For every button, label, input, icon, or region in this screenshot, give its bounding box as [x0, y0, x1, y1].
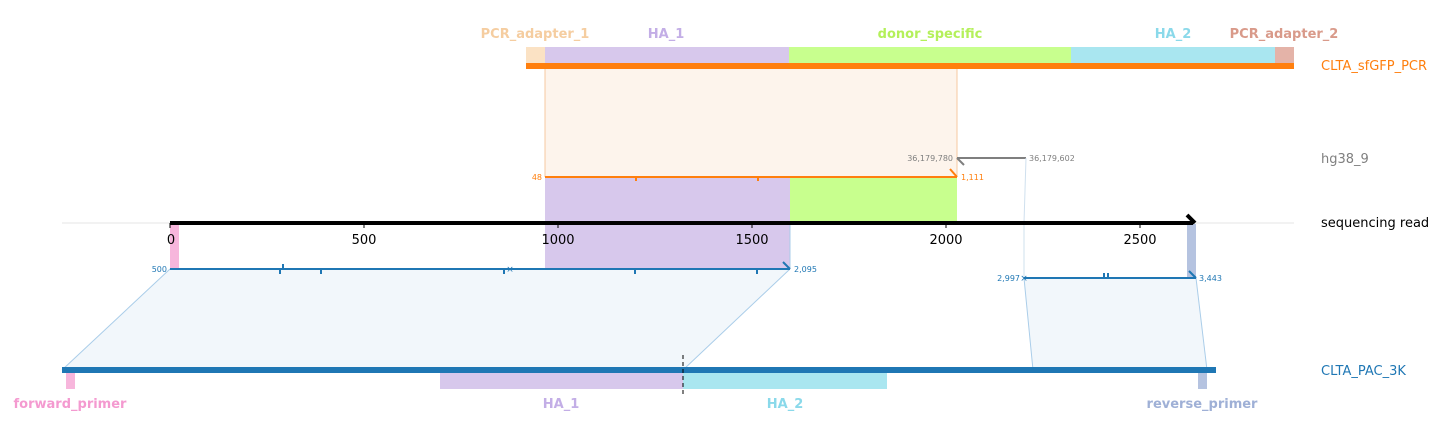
pac-ha-1-label: HA_1	[543, 397, 580, 412]
pac-ha-2-block	[683, 373, 887, 389]
pac-alignment-edge	[1023, 277, 1034, 371]
hg38-alignment-start: 36,179,780	[907, 154, 953, 163]
hg38-alignment-end: 36,179,602	[1029, 154, 1075, 163]
pac-alignment-1-arrowhead	[782, 261, 791, 270]
pac-ha-2-label: HA_2	[767, 397, 804, 412]
pac-alignment-shade-1	[62, 269, 790, 370]
pac-alignment-2-arrowhead	[1188, 270, 1197, 279]
pac-alignment-1-end: 2,095	[794, 265, 817, 274]
pac-alignment-shade-2	[1024, 278, 1207, 370]
track-label-hg38: hg38_9	[1321, 152, 1369, 167]
pac-ha-1-block	[440, 373, 683, 389]
pac-alignment-2-indel-mark: ×	[1020, 274, 1028, 284]
ha-1-label: HA_1	[648, 27, 685, 42]
donor-specific-block	[789, 47, 1071, 64]
forward-primer-block	[66, 373, 75, 389]
pac-alignment-1-indel-mark: ×	[506, 265, 514, 275]
read-axis-ticks	[169, 223, 1141, 228]
forward-primer-label: forward_primer	[14, 397, 128, 412]
pcr-adapter-2-block	[1275, 47, 1294, 64]
ha-1-block	[545, 47, 789, 64]
reverse-primer-block	[1198, 373, 1207, 389]
read-donor-specific-region	[790, 177, 957, 223]
pac-alignment-edge	[61, 268, 171, 371]
read-ha1-region-lower	[545, 223, 790, 269]
read-axis-tick-label: 1000	[541, 233, 574, 248]
pac-alignment-2-mismatches	[1103, 273, 1109, 278]
read-axis-tick-label: 1500	[735, 233, 768, 248]
read-axis-tick-label: 2000	[929, 233, 962, 248]
pcr-alignment-end: 1,111	[961, 173, 984, 182]
hg38-connector	[1023, 157, 1027, 224]
pac-alignment-2-start: 2,997	[997, 274, 1020, 283]
read-axis-tick-label: 500	[352, 233, 377, 248]
pac-alignment-edge	[1195, 277, 1208, 371]
pcr-adapter-2-label: PCR_adapter_2	[1230, 27, 1339, 42]
read-forward-primer-region	[170, 224, 179, 269]
donor-specific-label: donor_specific	[878, 27, 983, 42]
read-axis-tick-label: 2500	[1123, 233, 1156, 248]
pcr-alignment-arrowhead	[949, 168, 958, 178]
track-label-pcr: CLTA_sfGFP_PCR	[1321, 59, 1427, 74]
track-label-read: sequencing read	[1321, 216, 1429, 231]
read-axis-arrowhead	[1185, 213, 1197, 225]
pcr-alignment-start: 48	[532, 173, 542, 182]
pcr-alignment-shade	[545, 66, 957, 177]
pcr-track-bar	[526, 63, 1294, 69]
pac-alignment-2-end: 3,443	[1199, 274, 1222, 283]
read-axis-tick-label: 0	[167, 233, 175, 248]
pac-alignment-edge	[682, 268, 791, 371]
read-reverse-primer-region	[1187, 224, 1196, 278]
hg38-alignment-arrowhead	[956, 157, 965, 166]
pac-alignment-1-mismatches	[279, 264, 758, 274]
pac-alignment-1-start: 500	[152, 265, 167, 274]
read-ha1-region	[545, 177, 790, 223]
pac-track-bar	[62, 367, 1216, 373]
reverse-primer-label: reverse_primer	[1147, 397, 1259, 412]
ha-2-label: HA_2	[1155, 27, 1192, 42]
ha-2-block	[1071, 47, 1275, 64]
pcr-adapter-1-block	[526, 47, 545, 64]
pcr-adapter-1-label: PCR_adapter_1	[481, 27, 590, 42]
track-label-pac: CLTA_PAC_3K	[1321, 364, 1406, 379]
